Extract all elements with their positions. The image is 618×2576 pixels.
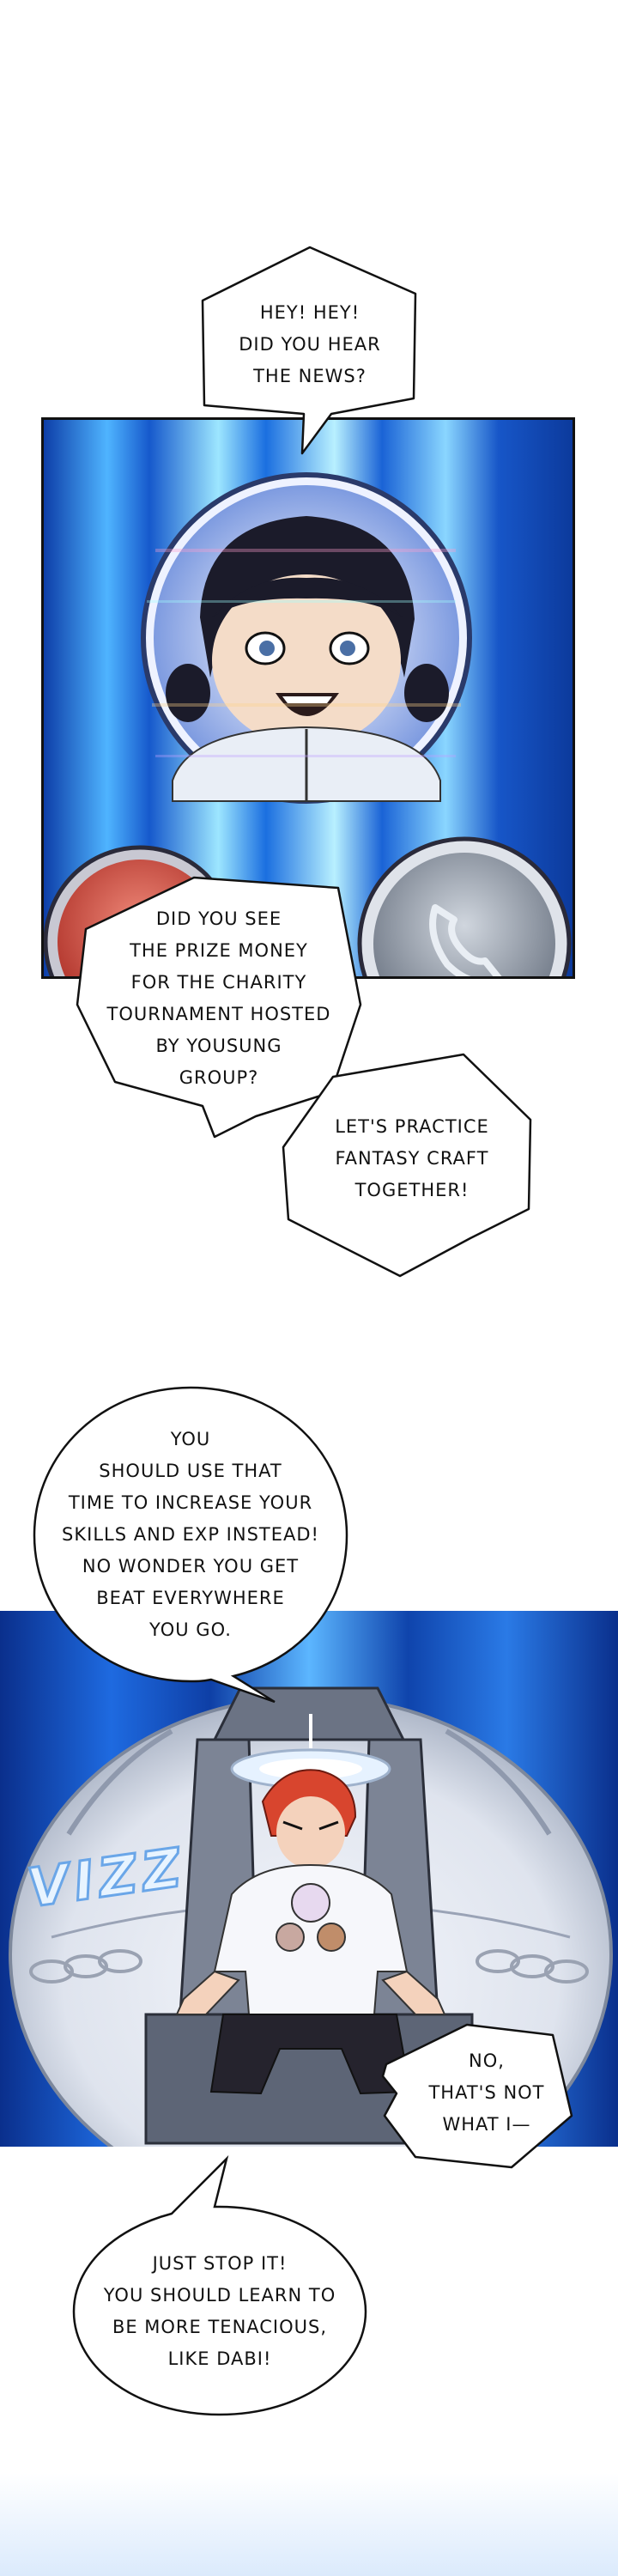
bubble-text-stop-it: JUST STOP IT! YOU SHOULD LEARN TO BE MOR…: [103, 2253, 336, 2369]
bubble-text-prize-money: DID YOU SEE THE PRIZE MONEY FOR THE CHAR…: [106, 908, 331, 1088]
speech-bubble-not-what: NO, THAT'S NOT WHAT I—: [381, 2021, 575, 2172]
panel-video-call-art: [44, 420, 573, 976]
speech-bubble-practice: LET'S PRACTICE FANTASY CRAFT TOGETHER!: [280, 1051, 532, 1278]
bubble-text-use-time: YOU SHOULD USE THAT TIME TO INCREASE YOU…: [62, 1429, 319, 1640]
accept-call-icon: [357, 836, 572, 976]
panel-video-call: [41, 417, 575, 979]
bottom-fade-scenery: [0, 2473, 618, 2576]
speech-bubble-use-time: YOU SHOULD USE THAT TIME TO INCREASE YOU…: [31, 1384, 350, 1705]
speech-bubble-prize-money: DID YOU SEE THE PRIZE MONEY FOR THE CHAR…: [74, 876, 364, 1139]
caller-hologram: [141, 472, 472, 804]
speech-bubble-hey-news: HEY! HEY! DID YOU HEAR THE NEWS?: [201, 246, 419, 455]
speech-bubble-stop-it: JUST STOP IT! YOU SHOULD LEARN TO BE MOR…: [70, 2155, 369, 2418]
bubble-text-hey-news: HEY! HEY! DID YOU HEAR THE NEWS?: [239, 302, 381, 386]
character-seated: [175, 1769, 446, 2095]
bubble-text-practice: LET'S PRACTICE FANTASY CRAFT TOGETHER!: [335, 1116, 489, 1200]
headset-halo: [230, 1714, 391, 1789]
bubble-text-not-what: NO, THAT'S NOT WHAT I—: [428, 2050, 545, 2135]
